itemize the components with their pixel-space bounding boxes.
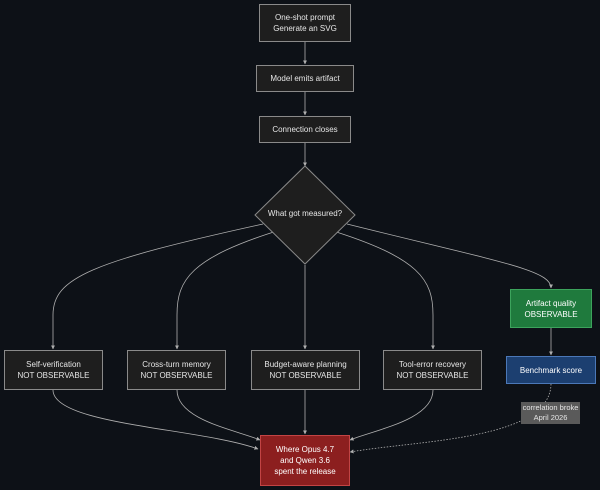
artifact-line2: OBSERVABLE	[524, 309, 578, 319]
benchmark-label: Benchmark score	[519, 365, 583, 375]
edge-decision-crossturn	[175, 229, 281, 350]
selfverify-line1: Self-verification	[26, 360, 81, 369]
crossturn-line1: Cross-turn memory	[142, 360, 211, 369]
emit-label: Model emits artifact	[270, 74, 340, 83]
toolerror-line1: Tool-error recovery	[398, 360, 467, 369]
toolerror-node: Tool-error recovery NOT OBSERVABLE	[383, 350, 482, 390]
edge-decision-artifact	[346, 223, 553, 289]
artifact-node: Artifact quality OBSERVABLE	[510, 289, 592, 328]
edge-benchmark-release	[349, 383, 552, 454]
decision-diamond	[254, 165, 356, 265]
selfverify-line2: NOT OBSERVABLE	[17, 371, 90, 380]
edge-toolerror-release	[349, 389, 434, 441]
emit-node: Model emits artifact	[256, 65, 354, 92]
selfverify-node: Self-verification NOT OBSERVABLE	[4, 350, 103, 390]
budget-line1: Budget-aware planning	[264, 360, 347, 369]
correlation-label: correlation broke April 2026	[521, 402, 580, 424]
edge-crossturn-release	[176, 389, 261, 441]
crossturn-node: Cross-turn memory NOT OBSERVABLE	[127, 350, 226, 390]
prompt-line2: Generate an SVG	[273, 24, 337, 33]
release-line1: Where Opus 4.7	[275, 445, 335, 454]
release-line2: and Qwen 3.6	[280, 456, 330, 465]
edge-decision-selfverify	[51, 223, 264, 350]
correlation-line2: April 2026	[533, 413, 568, 422]
edge-decision-toolerror	[329, 229, 435, 350]
toolerror-line2: NOT OBSERVABLE	[396, 371, 469, 380]
crossturn-line2: NOT OBSERVABLE	[140, 371, 213, 380]
release-line3: spent the release	[274, 467, 336, 476]
prompt-node: One-shot prompt Generate an SVG	[259, 4, 351, 42]
budget-line2: NOT OBSERVABLE	[269, 371, 342, 380]
decision-label: What got measured?	[267, 209, 343, 218]
edge-selfverify-release	[52, 389, 259, 450]
benchmark-node: Benchmark score	[506, 356, 596, 384]
budget-node: Budget-aware planning NOT OBSERVABLE	[251, 350, 360, 390]
close-node: Connection closes	[259, 116, 351, 143]
artifact-line1: Artifact quality	[525, 298, 577, 308]
correlation-line1: correlation broke	[522, 403, 579, 412]
prompt-line1: One-shot prompt	[274, 13, 336, 22]
release-node: Where Opus 4.7 and Qwen 3.6 spent the re…	[260, 435, 350, 486]
close-label: Connection closes	[272, 125, 338, 134]
